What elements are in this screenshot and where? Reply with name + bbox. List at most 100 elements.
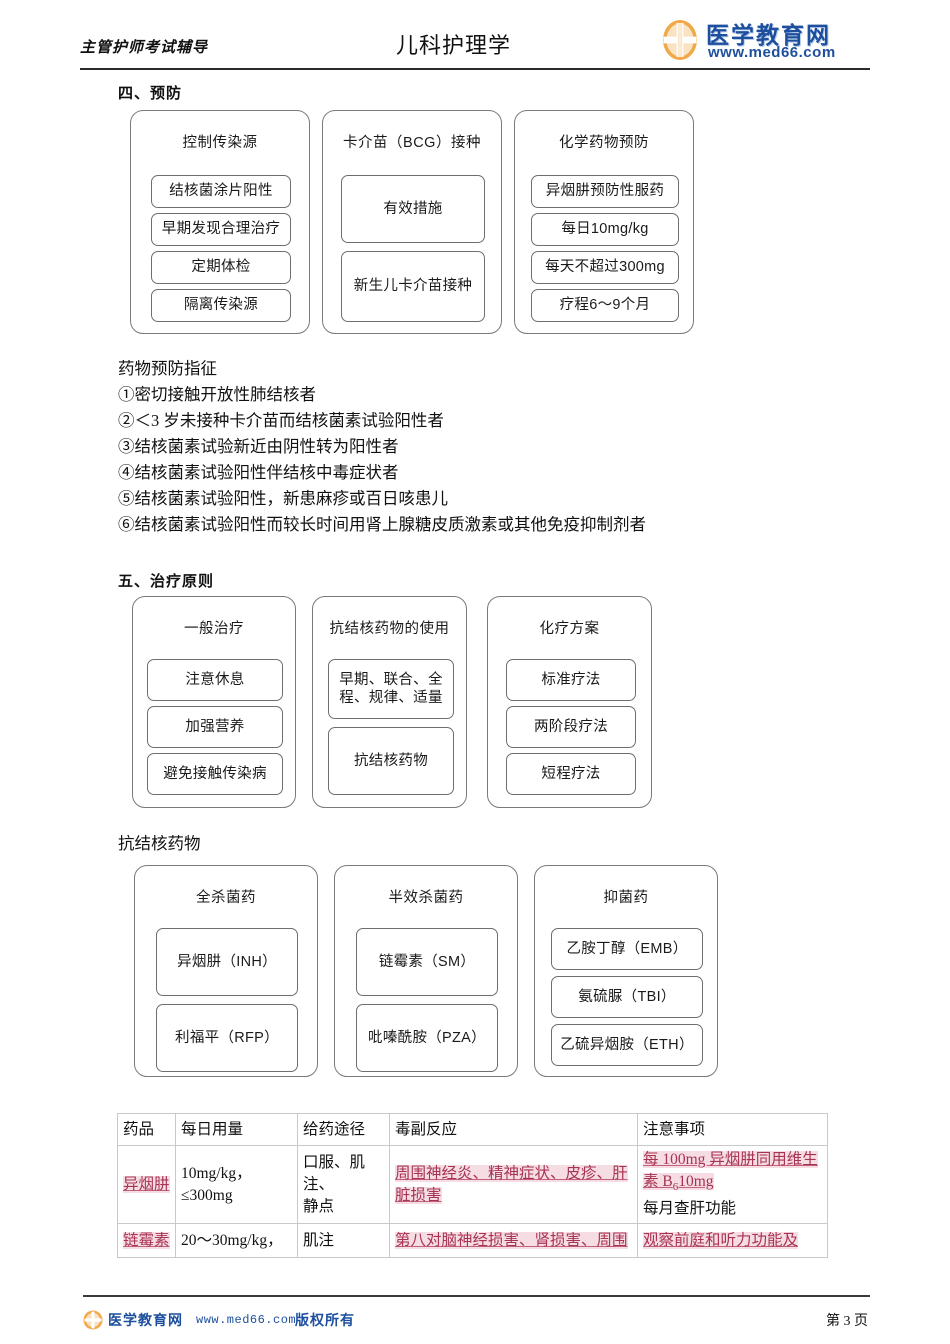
notes-highlight: 每 100mg 异烟肼同用维生 [643,1151,818,1168]
footer-page-number: 第 3 页 [826,1314,868,1329]
node-box: 乙硫异烟胺（ETH） [551,1024,703,1066]
table-cell-adverse: 周围神经炎、精神症状、皮疹、肝脏损害 [389,1144,638,1225]
group-card-bcg-vaccination: 卡介苗（BCG）接种 有效措施 新生儿卡介苗接种 [322,110,502,334]
footer-brand: 医学教育网 [108,1312,183,1328]
section-heading-treatment: 五、治疗原则 [118,573,215,590]
dose-line: 10mg/kg， [181,1164,252,1182]
node-box: 链霉素（SM） [356,928,498,996]
table-cell-route: 肌注 [297,1223,390,1259]
table-cell-dose: 20～30mg/kg， [175,1223,298,1259]
notes-highlight: 素 B610mg [643,1173,714,1194]
drug-name-highlight: 链霉素 [123,1231,170,1249]
group-card-control-source: 控制传染源 结核菌涂片阳性 早期发现合理治疗 定期体检 隔离传染源 [130,110,310,334]
table-cell-route: 口服、肌注、 静点 [297,1144,390,1225]
header-left-label: 主管护师考试辅导 [80,40,209,56]
table-header-cell: 注意事项 [637,1113,828,1146]
route-line: 口服、肌注、 [303,1153,366,1193]
site-logo: 医学教育网 www.med66.com [660,16,870,68]
indication-item: ④结核菌素试验阳性伴结核中毒症状者 [118,463,399,482]
group-title: 一般治疗 [184,621,244,637]
table-cell-notes: 观察前庭和听力功能及 [637,1223,828,1259]
group-title: 控制传染源 [182,135,258,151]
group-title: 半效杀菌药 [388,890,464,906]
node-box: 抗结核药物 [328,727,454,795]
group-card-chemo-regimen: 化疗方案 标准疗法 两阶段疗法 短程疗法 [487,596,652,808]
header-divider [80,68,870,70]
notes-line: 每 100mg 异烟肼同用维生 [643,1149,822,1171]
table-cell-notes: 每 100mg 异烟肼同用维生 素 B610mg 每月查肝功能 [637,1144,828,1225]
footer-divider [83,1295,870,1297]
node-box: 标准疗法 [506,659,636,701]
route-line: 静点 [303,1197,335,1215]
indication-title: 药物预防指征 [118,359,217,378]
notes-subscript: 6 [672,1181,679,1194]
group-card-general-treatment: 一般治疗 注意休息 加强营养 避免接触传染病 [132,596,296,808]
group-title: 卡介苗（BCG）接种 [343,135,481,151]
indication-item: ⑥结核菌素试验阳性而较长时间用肾上腺糖皮质激素或其他免疫抑制剂者 [118,515,646,534]
adverse-highlight: 第八对脑神经损害、肾损害、周围 [395,1231,628,1249]
group-card-antitb-usage: 抗结核药物的使用 早期、联合、全程、规律、适量 抗结核药物 [312,596,467,808]
group-title: 化疗方案 [539,621,600,637]
group-card-bactericidal: 全杀菌药 异烟肼（INH） 利福平（RFP） [134,865,318,1077]
node-box: 定期体检 [151,251,291,284]
node-box: 异烟肼（INH） [156,928,298,996]
node-box: 短程疗法 [506,753,636,795]
node-box: 结核菌涂片阳性 [151,175,291,208]
drug-name-highlight: 异烟肼 [123,1175,170,1193]
table-row: 异烟肼 10mg/kg， ≤300mg 口服、肌注、 静点 周围神经炎、精神症状… [117,1144,828,1225]
indication-item: ②＜3 岁未接种卡介苗而结核菌素试验阳性者 [118,411,444,430]
cross-circle-icon [83,1310,103,1330]
node-box: 避免接触传染病 [147,753,283,795]
drug-table: 药品 每日用量 给药途径 毒副反应 注意事项 异烟肼 10mg/kg， ≤300… [117,1113,828,1259]
logo-url-text: www.med66.com [708,44,836,61]
node-box: 乙胺丁醇（EMB） [551,928,703,970]
indication-item: ⑤结核菌素试验阳性，新患麻疹或百日咳患儿 [118,489,448,508]
page-header: 主管护师考试辅导 儿科护理学 医学教育网 www.med66.com [80,20,870,68]
table-header-cell: 每日用量 [175,1113,298,1146]
table-cell-dose: 10mg/kg， ≤300mg [175,1144,298,1225]
group-card-bacteriostatic: 抑菌药 乙胺丁醇（EMB） 氨硫脲（TBI） 乙硫异烟胺（ETH） [534,865,718,1077]
header-center-title: 儿科护理学 [396,33,512,58]
node-box: 早期、联合、全程、规律、适量 [328,659,454,719]
indication-item: ①密切接触开放性肺结核者 [118,385,316,404]
node-box: 氨硫脲（TBI） [551,976,703,1018]
table-header-cell: 给药途径 [297,1113,390,1146]
drug-section-caption: 抗结核药物 [118,834,201,853]
section-heading-prevention: 四、预防 [118,85,183,102]
table-cell-drug: 异烟肼 [117,1144,176,1225]
node-box: 新生儿卡介苗接种 [341,251,485,322]
notes-highlight: 观察前庭和听力功能及 [643,1231,799,1249]
dose-line: ≤300mg [181,1186,233,1204]
notes-line: 每月查肝功能 [643,1200,737,1218]
table-header-cell: 药品 [117,1113,176,1146]
table-header-row: 药品 每日用量 给药途径 毒副反应 注意事项 [117,1113,828,1146]
node-box: 两阶段疗法 [506,706,636,748]
drug-table-wrapper: 药品 每日用量 给药途径 毒副反应 注意事项 异烟肼 10mg/kg， ≤300… [117,1113,828,1259]
group-card-chemoprophylaxis: 化学药物预防 异烟肼预防性服药 每日10mg/kg 每天不超过300mg 疗程6… [514,110,694,334]
group-title: 抗结核药物的使用 [329,621,450,637]
node-box: 注意休息 [147,659,283,701]
notes-line: 素 B610mg [643,1171,822,1198]
table-header-cell: 毒副反应 [389,1113,638,1146]
table-cell-adverse: 第八对脑神经损害、肾损害、周围 [389,1223,638,1259]
node-box: 每日10mg/kg [531,213,679,246]
node-box: 早期发现合理治疗 [151,213,291,246]
group-title: 抑菌药 [603,890,649,906]
table-cell-drug: 链霉素 [117,1223,176,1259]
adverse-highlight: 周围神经炎、精神症状、皮疹、肝脏损害 [395,1164,628,1204]
indication-item: ③结核菌素试验新近由阴性转为阳性者 [118,437,399,456]
node-box: 有效措施 [341,175,485,243]
node-box: 每天不超过300mg [531,251,679,284]
footer-copyright: 版权所有 [295,1312,355,1328]
node-box: 隔离传染源 [151,289,291,322]
node-box: 吡嗪酰胺（PZA） [356,1004,498,1072]
logo-brand-text: 医学教育网 [706,22,831,48]
group-title: 全杀菌药 [196,890,256,906]
footer-url: www.med66.com [196,1313,297,1327]
cross-circle-icon [663,20,697,60]
node-box: 加强营养 [147,706,283,748]
group-card-semi-bactericidal: 半效杀菌药 链霉素（SM） 吡嗪酰胺（PZA） [334,865,518,1077]
node-box: 疗程6～9个月 [531,289,679,322]
group-title: 化学药物预防 [559,135,649,151]
